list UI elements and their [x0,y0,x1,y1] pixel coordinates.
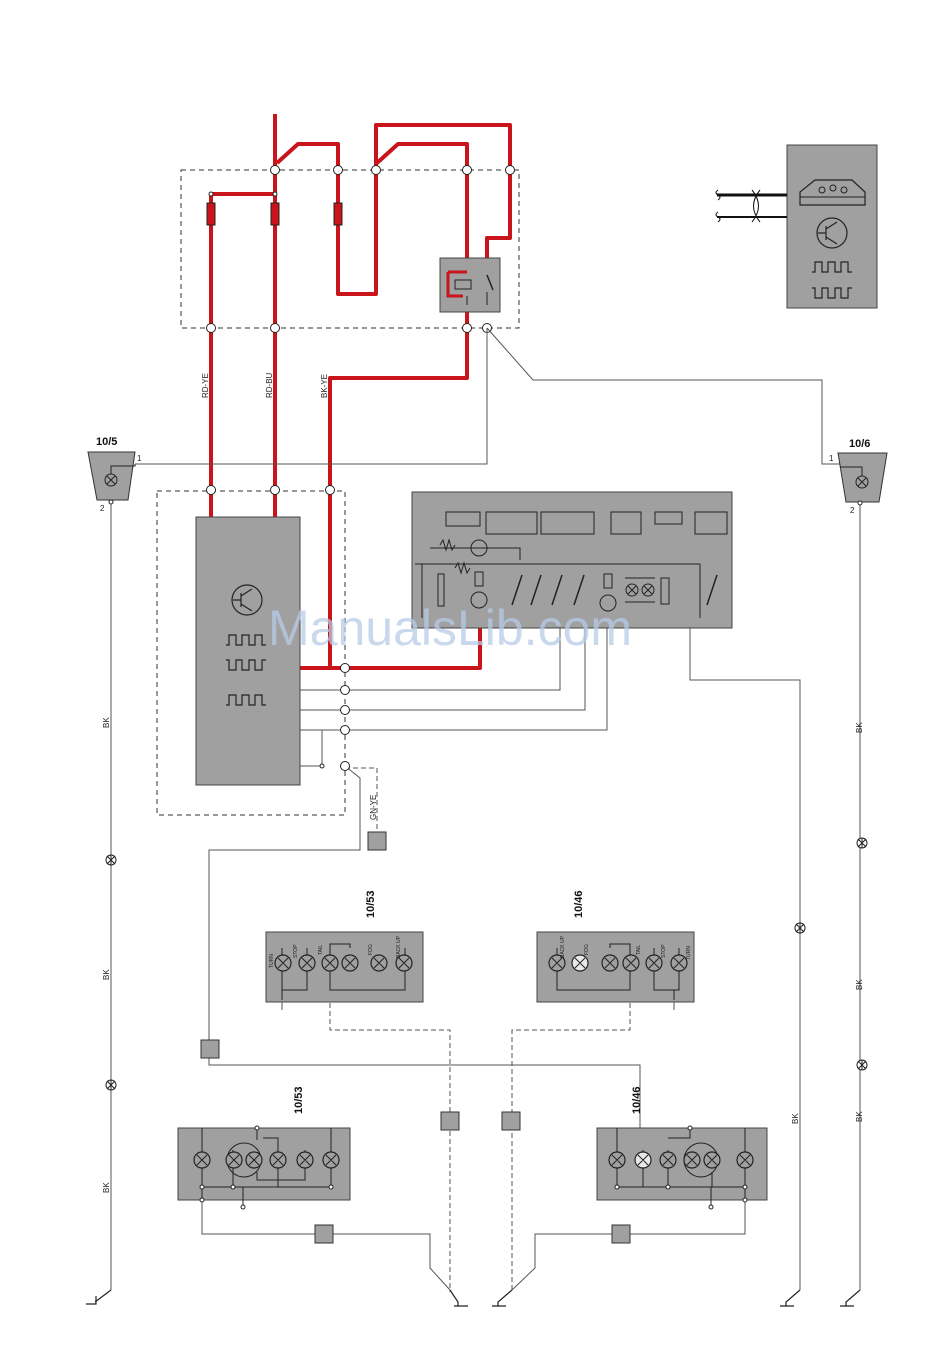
lamp-cluster-upper-right-ref: 10/46 [573,890,585,918]
pin-2-label: 2 [850,506,855,515]
fuse-2 [271,203,279,225]
connector-10-5: 10/5 1 2 [88,436,142,513]
connector-10-6: 10/6 1 2 [829,438,887,515]
lamp-cluster-lower-left [178,1126,350,1209]
inline-connector [502,1112,520,1130]
inline-connector [441,1112,459,1130]
pin-2-label: 2 [100,504,105,513]
ground-icon [840,1290,860,1306]
ground-icon [492,1290,512,1306]
lamp-label-stop: STOP [293,944,299,958]
pin-1-label: 1 [137,454,142,463]
lamp-label-fog: FOG [584,944,590,955]
inline-connector [315,1225,333,1243]
pin-1-label: 1 [829,454,834,463]
lamp-label-fog: FOG [368,944,374,955]
connector-10-6-ref: 10/6 [849,438,870,450]
instrument-cluster-module [716,145,877,308]
wire-label-bk-left-2: BK [102,969,111,980]
lamp-cluster-upper-left: TURN STOP TAIL FOG BACK UP [266,932,423,1002]
inline-connector [201,1040,219,1058]
wire-label-bk-right-3: BK [855,1111,864,1122]
lamp-label-tail: TAIL [318,945,324,955]
lamp-label-back-up: BACK UP [396,935,402,958]
fuse-1 [207,203,215,225]
ground-icon [450,1290,468,1306]
inline-connector [612,1225,630,1243]
wire-label-bk-right-2: BK [855,979,864,990]
ground-symbols [86,1290,860,1306]
display-icon [800,180,865,205]
wire-label-rd-ye: RD-YE [201,373,210,398]
ground-icon [86,1290,111,1304]
connector-10-5-ref: 10/5 [96,436,117,448]
wire-label-bk-right-1: BK [855,722,864,733]
wire-label-bk-left-3: BK [102,1182,111,1193]
fuses [207,203,342,225]
lamp-label-back-up: BACK UP [560,935,566,958]
splice-markers [106,838,867,1090]
wire-label-bk-mid: BK [791,1113,800,1124]
lamp-label-tail: TAIL [636,945,642,955]
lamp-cluster-lower-right-ref: 10/46 [631,1086,643,1114]
wire-label-gn-ye: GN-YE [369,795,378,820]
lamp-label-turn: TURN [269,954,275,968]
wire-label-bk-ye: BK-YE [320,374,329,398]
wire-label-bk-left-1: BK [102,717,111,728]
lamp-label-stop: STOP [661,944,667,958]
lamp-cluster-lower-right [597,1126,767,1209]
relay [440,258,500,312]
ground-icon [780,1290,800,1306]
inline-connector [368,832,386,850]
lamp-cluster-lower-left-ref: 10/53 [293,1086,305,1114]
lamp-cluster-upper-right: BACK UP FOG TAIL STOP TURN [537,932,694,1002]
wire-label-rd-bu: RD-BU [265,372,274,398]
lamp-cluster-upper-left-ref: 10/53 [365,890,377,918]
fuse-3 [334,203,342,225]
lamp-label-turn: TURN [686,946,692,960]
watermark: ManualsLib.com [268,600,632,656]
